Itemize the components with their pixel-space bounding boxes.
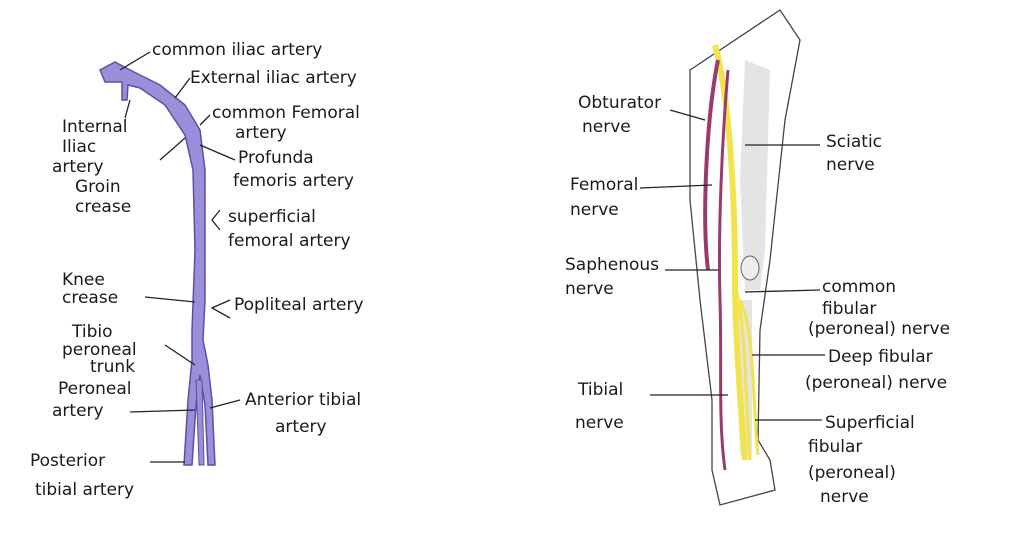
label-femoral-2: nerve xyxy=(570,200,619,220)
peroneal-vessel xyxy=(195,379,205,466)
label-common-fibular-1: common xyxy=(822,277,896,297)
label-superficial-femoral-2: femoral artery xyxy=(228,231,351,251)
label-sciatic-1: Sciatic xyxy=(826,132,882,152)
label-saphenous-1: Saphenous xyxy=(565,255,659,275)
artery-vessel xyxy=(99,61,216,466)
label-deep-fibular-2: (peroneal) nerve xyxy=(805,373,947,393)
fibular-branches xyxy=(738,299,760,456)
label-peroneal-1: Peroneal xyxy=(58,379,132,399)
common-fibular-nerve xyxy=(733,284,752,461)
saphenous-nerve xyxy=(717,69,730,471)
label-groin-crease-2: crease xyxy=(75,197,131,217)
label-saphenous-2: nerve xyxy=(565,279,614,299)
label-superficial-fibular-2: fibular xyxy=(808,437,862,457)
label-superficial-fibular-3: (peroneal) xyxy=(808,463,896,483)
label-superficial-fibular-1: Superficial xyxy=(825,413,915,433)
label-superficial-femoral-1: superficial xyxy=(228,207,316,227)
label-peroneal-2: artery xyxy=(52,401,104,421)
label-femoral-1: Femoral xyxy=(570,175,638,195)
label-profunda-2: femoris artery xyxy=(233,171,354,191)
label-common-femoral-2: artery xyxy=(235,123,287,143)
label-tibioperoneal-3: trunk xyxy=(90,357,135,377)
patella xyxy=(740,255,760,281)
label-internal-iliac-2: Iliac xyxy=(62,137,96,157)
label-anterior-tibial-2: artery xyxy=(275,417,327,437)
label-anterior-tibial-1: Anterior tibial xyxy=(245,390,361,410)
label-common-femoral-1: common Femoral xyxy=(212,103,360,123)
label-superficial-fibular-4: nerve xyxy=(820,487,869,507)
label-sciatic-2: nerve xyxy=(826,155,875,175)
label-obturator-1: Obturator xyxy=(578,93,661,113)
label-internal-iliac-3: artery xyxy=(52,157,104,177)
label-knee-crease-2: crease xyxy=(62,288,118,308)
label-internal-iliac-1: Internal xyxy=(62,117,128,137)
nerve-leader-lines xyxy=(639,109,825,421)
label-posterior-tibial-1: Posterior xyxy=(30,451,105,471)
label-knee-crease-1: Knee xyxy=(62,270,105,290)
label-groin-crease-1: Groin xyxy=(75,177,121,197)
artery-labels: common iliac artery External iliac arter… xyxy=(30,40,364,500)
label-tibial-1: Tibial xyxy=(577,380,623,400)
label-tibioperoneal-1: Tibio xyxy=(71,322,113,342)
label-external-iliac: External iliac artery xyxy=(190,68,357,88)
label-posterior-tibial-2: tibial artery xyxy=(35,480,134,500)
artery-tree xyxy=(99,61,216,466)
label-common-iliac: common iliac artery xyxy=(152,40,322,60)
label-popliteal: Popliteal artery xyxy=(234,295,364,315)
femur-bone xyxy=(740,60,770,290)
label-common-fibular-3: (peroneal) nerve xyxy=(808,319,950,339)
label-obturator-2: nerve xyxy=(582,117,631,137)
label-profunda-1: Profunda xyxy=(238,148,314,168)
label-common-fibular-2: fibular xyxy=(822,299,876,319)
obturator-nerve xyxy=(703,59,720,271)
label-tibioperoneal-2: peroneal xyxy=(62,340,137,360)
nerves xyxy=(703,44,760,471)
label-tibial-2: nerve xyxy=(575,413,624,433)
artery-leader-lines xyxy=(119,51,241,463)
nerve-labels: Obturator nerve Femoral nerve Saphenous … xyxy=(565,93,950,507)
label-deep-fibular-1: Deep fibular xyxy=(828,347,933,367)
